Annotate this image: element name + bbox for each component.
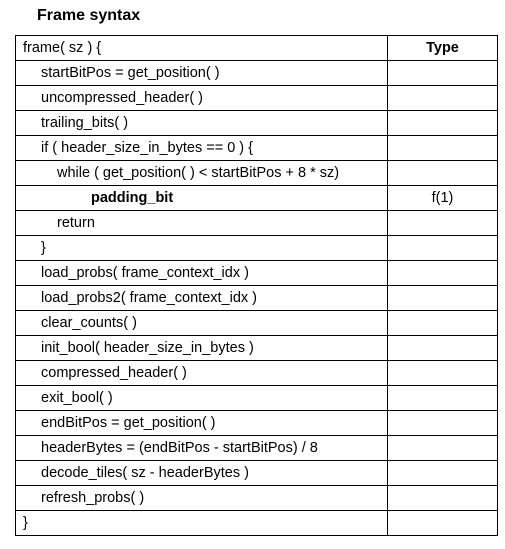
table-title: Frame syntax bbox=[37, 7, 141, 24]
syntax-cell: if ( header_size_in_bytes == 0 ) { bbox=[15, 135, 388, 161]
type-cell bbox=[387, 385, 498, 411]
type-cell bbox=[387, 485, 498, 511]
table-row: endBitPos = get_position( ) bbox=[15, 410, 498, 436]
table-row: clear_counts( ) bbox=[15, 310, 498, 336]
type-cell bbox=[387, 160, 498, 186]
syntax-cell: decode_tiles( sz - headerBytes ) bbox=[15, 460, 388, 486]
type-cell bbox=[387, 360, 498, 386]
type-cell: f(1) bbox=[387, 185, 498, 211]
type-cell bbox=[387, 285, 498, 311]
table-row: load_probs2( frame_context_idx ) bbox=[15, 285, 498, 311]
syntax-cell: compressed_header( ) bbox=[15, 360, 388, 386]
table-row: decode_tiles( sz - headerBytes ) bbox=[15, 460, 498, 486]
frame-syntax-table: frame( sz ) { Type startBitPos = get_pos… bbox=[15, 35, 498, 536]
table-row: if ( header_size_in_bytes == 0 ) { bbox=[15, 135, 498, 161]
table-row: startBitPos = get_position( ) bbox=[15, 60, 498, 86]
table-row: return bbox=[15, 210, 498, 236]
type-header-cell: Type bbox=[387, 35, 498, 61]
type-cell bbox=[387, 110, 498, 136]
syntax-header-cell: frame( sz ) { bbox=[15, 35, 388, 61]
table-row: exit_bool( ) bbox=[15, 385, 498, 411]
table-row: compressed_header( ) bbox=[15, 360, 498, 386]
syntax-cell: exit_bool( ) bbox=[15, 385, 388, 411]
table-row: padding_bit f(1) bbox=[15, 185, 498, 211]
table-row: uncompressed_header( ) bbox=[15, 85, 498, 111]
syntax-cell: padding_bit bbox=[15, 185, 388, 211]
syntax-cell: return bbox=[15, 210, 388, 236]
table-row: load_probs( frame_context_idx ) bbox=[15, 260, 498, 286]
type-footer-cell bbox=[387, 510, 498, 536]
syntax-cell: refresh_probs( ) bbox=[15, 485, 388, 511]
syntax-footer-cell: } bbox=[15, 510, 388, 536]
type-cell bbox=[387, 60, 498, 86]
syntax-cell: startBitPos = get_position( ) bbox=[15, 60, 388, 86]
syntax-cell: init_bool( header_size_in_bytes ) bbox=[15, 335, 388, 361]
table-row: trailing_bits( ) bbox=[15, 110, 498, 136]
syntax-cell: endBitPos = get_position( ) bbox=[15, 410, 388, 436]
type-cell bbox=[387, 460, 498, 486]
type-cell bbox=[387, 335, 498, 361]
table-row: init_bool( header_size_in_bytes ) bbox=[15, 335, 498, 361]
syntax-cell: headerBytes = (endBitPos - startBitPos) … bbox=[15, 435, 388, 461]
table-footer-row: } bbox=[15, 510, 498, 536]
syntax-cell: clear_counts( ) bbox=[15, 310, 388, 336]
syntax-cell: trailing_bits( ) bbox=[15, 110, 388, 136]
syntax-cell: load_probs( frame_context_idx ) bbox=[15, 260, 388, 286]
table-header-row: frame( sz ) { Type bbox=[15, 35, 498, 61]
type-cell bbox=[387, 410, 498, 436]
table-row: headerBytes = (endBitPos - startBitPos) … bbox=[15, 435, 498, 461]
syntax-cell: while ( get_position( ) < startBitPos + … bbox=[15, 160, 388, 186]
type-cell bbox=[387, 85, 498, 111]
type-cell bbox=[387, 435, 498, 461]
type-cell bbox=[387, 260, 498, 286]
syntax-cell: uncompressed_header( ) bbox=[15, 85, 388, 111]
type-cell bbox=[387, 235, 498, 261]
type-cell bbox=[387, 210, 498, 236]
syntax-cell: load_probs2( frame_context_idx ) bbox=[15, 285, 388, 311]
type-cell bbox=[387, 310, 498, 336]
table-row: while ( get_position( ) < startBitPos + … bbox=[15, 160, 498, 186]
type-cell bbox=[387, 135, 498, 161]
syntax-cell: } bbox=[15, 235, 388, 261]
table-row: refresh_probs( ) bbox=[15, 485, 498, 511]
table-row: } bbox=[15, 235, 498, 261]
